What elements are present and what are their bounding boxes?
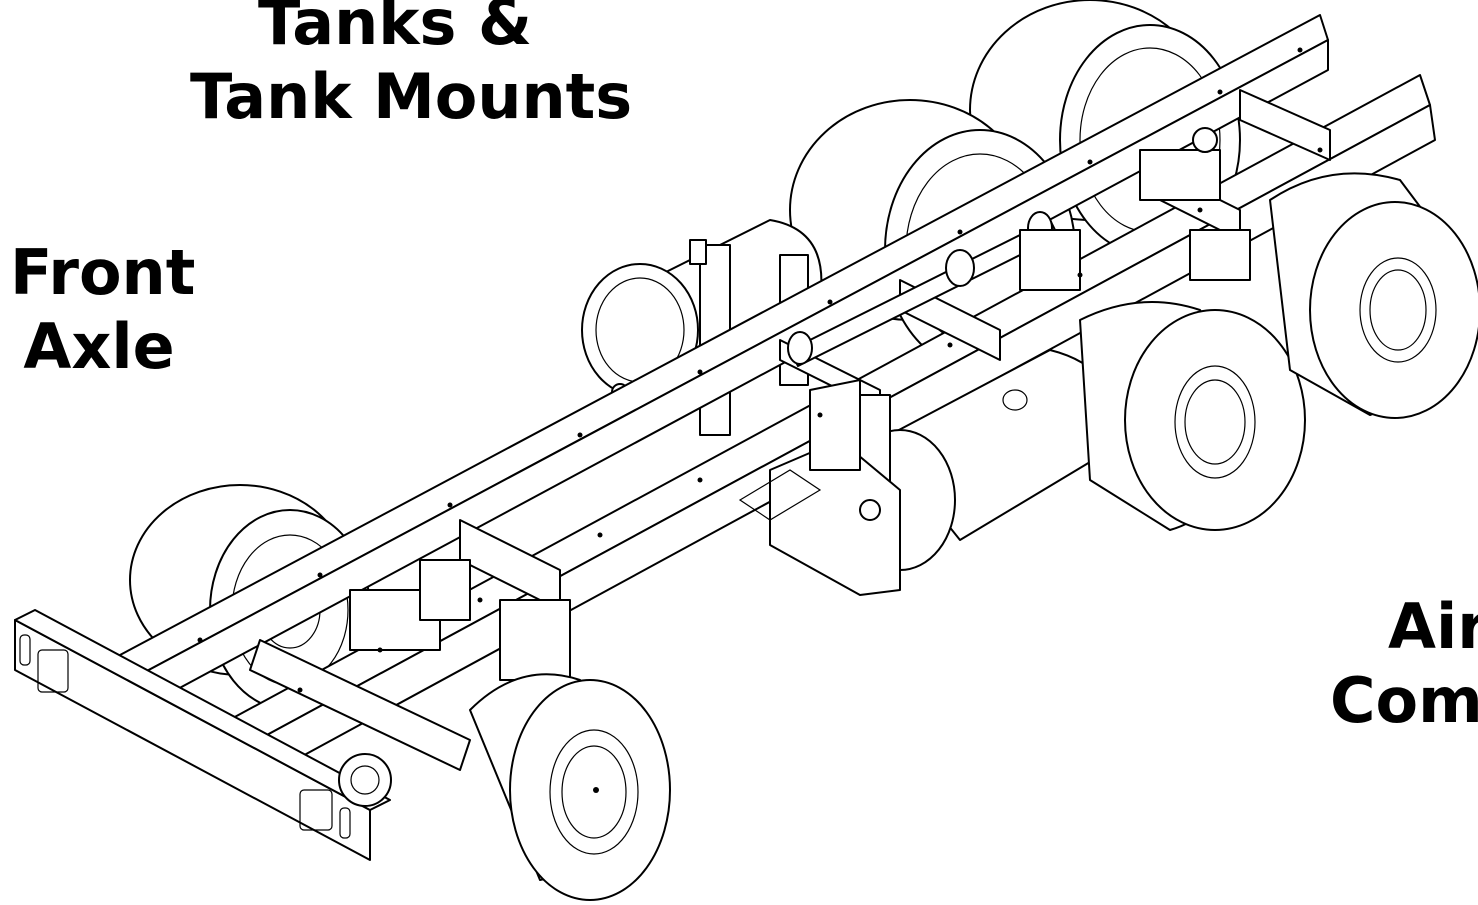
air-compressor-label: Air Com bbox=[1330, 590, 1478, 738]
tanks-label-line1: Tanks & bbox=[257, 0, 533, 59]
driveshaft bbox=[787, 211, 1059, 367]
front-right-tire bbox=[469, 673, 671, 901]
front-axle-assembly bbox=[249, 559, 571, 807]
front-axle-label-line2: Axle bbox=[23, 310, 175, 383]
front-bumper bbox=[14, 609, 391, 861]
air-label-line1: Air bbox=[1388, 590, 1478, 663]
front-axle-label-line1: Front bbox=[10, 236, 196, 309]
battery-box bbox=[738, 379, 901, 596]
front-axle-label: Front Axle bbox=[10, 236, 196, 384]
rear-suspension bbox=[1019, 127, 1251, 291]
air-label-line2: Com bbox=[1330, 664, 1478, 737]
tanks-label: Tanks & Tank Mounts bbox=[190, 0, 633, 134]
bolt-holes bbox=[197, 47, 1323, 693]
rear-right-tire-near bbox=[1079, 301, 1306, 531]
rear-right-tire-far bbox=[1269, 172, 1478, 419]
tanks-label-line2: Tank Mounts bbox=[190, 60, 633, 133]
